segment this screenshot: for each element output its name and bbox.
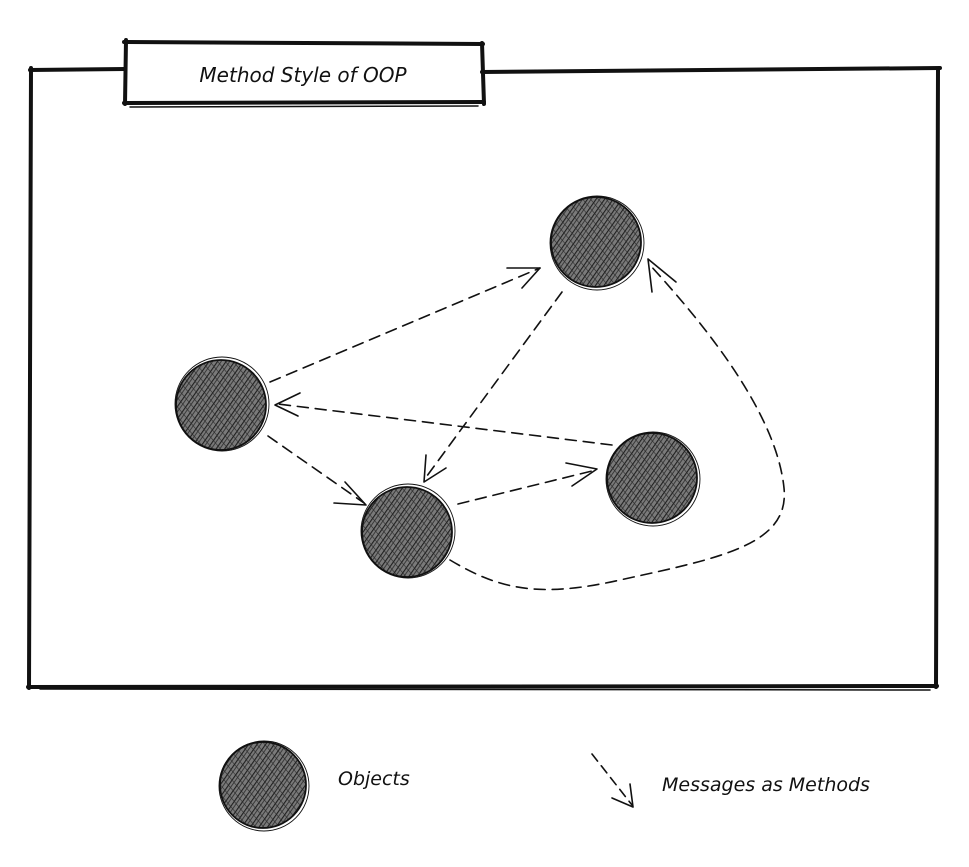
legend-messages-label: Messages as Methods — [662, 774, 870, 796]
diagram-frame — [26, 66, 942, 691]
legend-message-arrow-icon — [591, 753, 634, 808]
arrowhead-left-to-bottom — [333, 481, 367, 506]
edge-right-to-left — [277, 403, 613, 446]
object-node-left — [174, 356, 270, 452]
object-node-bottom — [360, 483, 456, 579]
arrowhead-right-to-left — [274, 392, 301, 417]
legend-object-swatch — [218, 740, 310, 832]
arrowhead-bottom-to-top — [647, 258, 677, 293]
edge-left-to-bottom — [267, 435, 365, 504]
object-node-top — [549, 195, 645, 291]
edge-left-to-top — [269, 267, 541, 383]
message-edges — [267, 264, 786, 591]
arrowheads — [274, 258, 677, 506]
object-node-right — [605, 431, 701, 527]
arrowhead-left-to-top — [506, 267, 541, 289]
edge-top-to-bottom — [423, 291, 563, 481]
arrowhead-top-to-bottom — [423, 454, 447, 483]
edge-bottom-to-top — [449, 264, 786, 591]
object-nodes — [174, 195, 701, 579]
legend-objects-label: Objects — [338, 768, 410, 790]
diagram-title: Method Style of OOP — [199, 63, 407, 87]
arrowhead-bottom-to-right — [565, 462, 598, 487]
legend: Objects Messages as Methods — [218, 740, 870, 832]
edge-bottom-to-right — [457, 469, 597, 505]
title-box — [122, 38, 486, 108]
